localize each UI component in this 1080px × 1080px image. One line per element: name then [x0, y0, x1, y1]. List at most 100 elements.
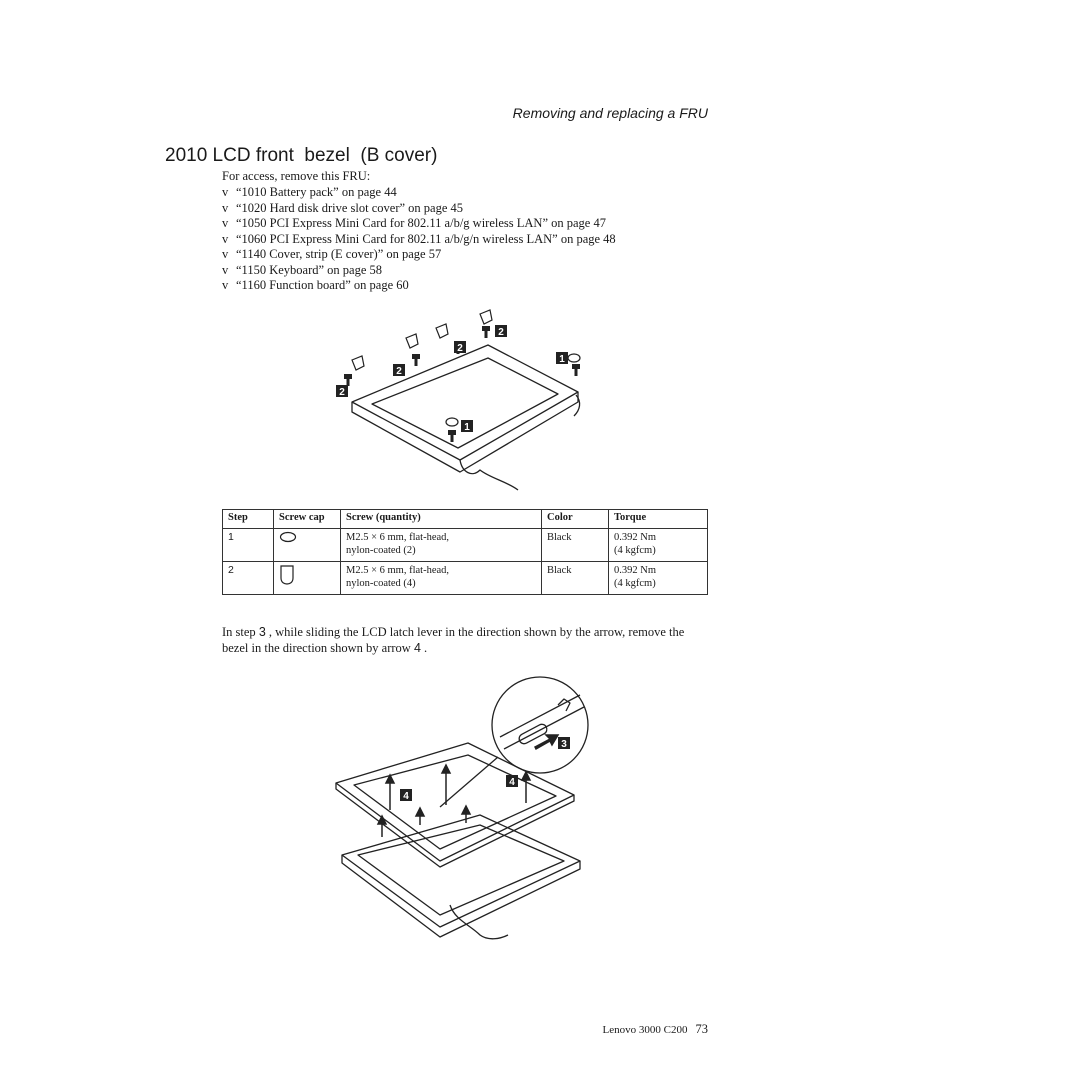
screw-shaft — [346, 379, 350, 386]
screw-table: Step Screw cap Screw (quantity) Color To… — [222, 509, 708, 595]
callout-number: 4 — [509, 777, 515, 788]
callout-badge — [558, 737, 570, 749]
callout-badge — [454, 341, 466, 353]
column-header: Screw (quantity) — [340, 509, 542, 529]
screw-quantity: nylon-coated (2) — [346, 545, 416, 556]
torque-nm: 0.392 Nm — [614, 532, 656, 543]
cable-left — [459, 459, 519, 491]
lcd-panel-depth — [341, 855, 581, 938]
square-screw-cap-icon — [479, 309, 493, 325]
leader-line — [439, 756, 499, 808]
torque-kgfcm: (4 kgfcm) — [614, 578, 656, 589]
callout-number: 2 — [498, 327, 504, 338]
instruction-text: , while sliding the LCD latch lever in t… — [222, 625, 685, 655]
bullet: v — [222, 231, 229, 246]
bullet: v — [222, 262, 229, 277]
screw-icon — [412, 354, 420, 359]
callout-number: 2 — [339, 387, 345, 398]
square-screw-cap-icon — [435, 323, 449, 339]
list-item: v “1150 Keyboard” on page 58 — [222, 263, 616, 279]
screw-quantity-cell: M2.5 × 6 mm, flat-head,nylon-coated (4) — [340, 561, 542, 595]
step-cell: 1 — [222, 528, 274, 562]
screw-quantity: nylon-coated (4) — [346, 578, 416, 589]
torque-kgfcm: (4 kgfcm) — [614, 545, 656, 556]
callout-number: 3 — [561, 739, 567, 750]
torque-cell: 0.392 Nm (4 kgfcm) — [608, 528, 708, 562]
column-header: Color — [541, 509, 609, 529]
color-cell: Black — [541, 528, 609, 562]
latch-lever-icon — [518, 723, 548, 745]
arrow-icon — [384, 773, 396, 784]
lcd-panel-screen — [357, 824, 565, 916]
list-item: v “1140 Cover, strip (E cover)” on page 5… — [222, 247, 616, 263]
fru-link[interactable]: “1140 Cover, strip (E cover)” on page 57 — [236, 247, 442, 261]
screw-shaft — [414, 359, 418, 366]
list-item: v“1050 PCI Express Mini Card for 802.11 … — [222, 216, 616, 232]
arrow-icon — [520, 770, 532, 781]
square-screw-cap-icon — [280, 565, 294, 585]
bezel-outline — [351, 344, 579, 461]
square-screw-cap-icon — [405, 333, 419, 349]
instruction-paragraph: In step 3 , while sliding the LCD latch … — [222, 624, 712, 656]
table-header-row: Step Screw cap Screw (quantity) Color To… — [222, 509, 708, 529]
bullet: v — [222, 278, 229, 292]
list-item: v “1160 Function board” on page 60 — [222, 278, 616, 294]
screw-cap-cell — [273, 528, 341, 562]
latch-hook-icon — [557, 698, 571, 712]
screw-icon — [344, 374, 352, 379]
round-screw-cap-icon — [445, 417, 459, 427]
table-row: 1 M2.5 × 6 mm, flat-head, nylon-coated (2… — [222, 528, 708, 562]
callout-badge — [495, 325, 507, 337]
screw-icon — [482, 326, 490, 331]
fru-link[interactable]: “1010 Battery pack” on page 44 — [236, 185, 397, 199]
arrow-icon — [460, 804, 472, 815]
arrow-icon — [414, 806, 426, 817]
bezel-screw-figure: 2 2 1 2 2 1 — [336, 309, 581, 491]
list-item: v“1010 Battery pack” on page 44 — [222, 185, 616, 201]
screw-icon — [448, 430, 456, 435]
detail-panel-edge — [499, 694, 581, 738]
callout-number: 1 — [464, 422, 470, 433]
screw-shaft — [450, 435, 454, 442]
step-ref: 3 — [258, 625, 266, 639]
list-item: v “1060 PCI Express Mini Card for 802.11 … — [222, 232, 616, 248]
callout-badge — [393, 364, 405, 376]
round-screw-cap-icon — [279, 531, 297, 543]
arrow-icon — [440, 763, 452, 774]
arrow-icon — [376, 814, 388, 825]
bezel-window — [371, 357, 559, 449]
fru-link[interactable]: “1150 Keyboard” on page 58 — [236, 262, 383, 277]
screw-cap-icons — [351, 309, 581, 427]
running-header: Removing and replacing a FRU — [512, 105, 708, 121]
bezel-removal-figure: 3 4 4 — [335, 676, 589, 940]
bullet: v — [222, 200, 229, 215]
torque-nm: 0.392 Nm — [614, 565, 656, 576]
callout-badges: 3 4 4 — [400, 737, 570, 802]
callout-number: 2 — [396, 366, 402, 377]
fru-link[interactable]: “1060 PCI Express Mini Card for 802.11 a… — [236, 231, 616, 246]
bullet: v — [222, 247, 229, 261]
screw-cap-cell — [273, 561, 341, 595]
torque-cell: 0.392 Nm (4 kgfcm) — [608, 561, 708, 595]
screw-spec: M2.5 × 6 mm, flat-head, — [346, 532, 450, 543]
callout-badge — [336, 385, 348, 397]
color-cell: Black — [541, 561, 609, 595]
square-screw-cap-icon — [351, 355, 365, 371]
callout-number: 4 — [403, 791, 409, 802]
cable — [449, 904, 509, 940]
column-header: Torque — [608, 509, 708, 529]
instruction-text: . — [420, 641, 428, 655]
round-screw-cap-icon — [567, 353, 581, 363]
step-ref: 4 — [413, 641, 421, 655]
fru-link[interactable]: “1160 Function board” on page 60 — [236, 278, 409, 292]
screw-icon — [572, 364, 580, 369]
column-header: Step — [222, 509, 274, 529]
callout-number: 2 — [457, 343, 463, 354]
fru-link[interactable]: “1020 Hard disk drive slot cover” on pag… — [236, 200, 464, 215]
callout-badge — [461, 420, 473, 432]
removal-arrows — [376, 734, 560, 837]
fru-link[interactable]: “1050 PCI Express Mini Card for 802.11 a… — [236, 216, 606, 230]
bezel-frame-depth — [335, 783, 575, 868]
callout-badges: 2 2 1 2 2 1 — [336, 325, 568, 433]
